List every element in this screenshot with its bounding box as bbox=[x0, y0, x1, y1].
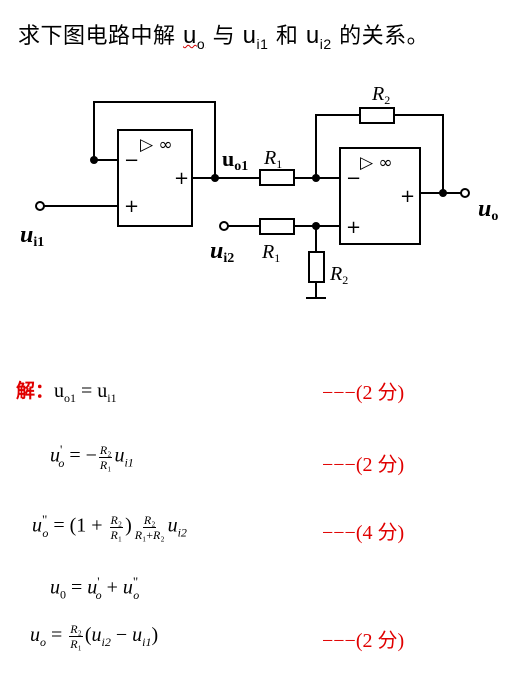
opamp1-minus: − bbox=[124, 150, 139, 171]
opamp2-plus: + bbox=[346, 217, 361, 238]
ui1-terminal bbox=[35, 201, 45, 211]
r2-ground-resistor bbox=[308, 251, 325, 283]
opamp1-symbol: ▷ ∞ bbox=[140, 135, 173, 155]
r2-bottom-label: R2 bbox=[329, 263, 348, 287]
opamp2-symbol: ▷ ∞ bbox=[360, 153, 393, 173]
r1-bottom-resistor bbox=[259, 218, 295, 235]
r1-top-resistor bbox=[259, 169, 295, 186]
uo1-label: uo1 bbox=[222, 146, 248, 174]
opamp2-body bbox=[339, 147, 421, 245]
ui1-term: ui1 bbox=[242, 22, 269, 52]
uo-label: uo bbox=[478, 196, 498, 224]
opamp1-plus: + bbox=[124, 196, 139, 217]
r2-top-label: R2 bbox=[371, 83, 390, 107]
score-3: −−−(4 分) bbox=[322, 522, 405, 544]
solution-label: 解： bbox=[16, 380, 55, 402]
question-text: 求下图电路中解 uo 与 ui1 和 ui2 的关系。 bbox=[18, 22, 430, 52]
ui2-terminal bbox=[219, 221, 229, 231]
r1-top-label: R1 bbox=[263, 147, 282, 171]
solution-line-4: u0 = u'o + u"o bbox=[50, 574, 140, 602]
opamp2-minus: − bbox=[346, 168, 361, 189]
opamp2-plus-out: + bbox=[400, 186, 415, 207]
ui2-term: ui2 bbox=[305, 22, 332, 52]
solution-line-1: 解：uo1 = ui1 bbox=[16, 380, 117, 405]
ui2-label: ui2 bbox=[210, 238, 234, 266]
opamp1-feedback bbox=[93, 101, 216, 178]
r2-feedback-resistor bbox=[359, 107, 395, 124]
score-1: −−−(2 分) bbox=[322, 382, 405, 404]
uo-term: uo bbox=[183, 22, 206, 52]
uo-terminal bbox=[460, 188, 470, 198]
circuit-diagram: ▷ ∞ − + + ▷ ∞ − + + uo1 R1 R2 ui1 ui2 R1… bbox=[20, 83, 498, 299]
question-prefix: 求下图电路中解 bbox=[18, 24, 183, 49]
ui1-label: ui1 bbox=[20, 222, 44, 250]
opamp1-plus-out: + bbox=[174, 168, 189, 189]
score-2: −−−(2 分) bbox=[322, 454, 405, 476]
score-4: −−−(2 分) bbox=[322, 630, 405, 652]
r1-bottom-label: R1 bbox=[261, 241, 280, 265]
